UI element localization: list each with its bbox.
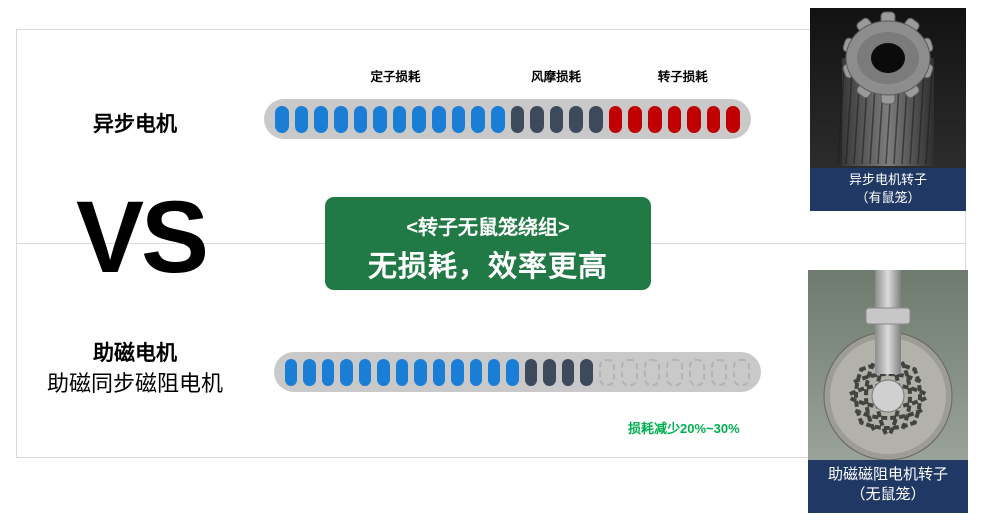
vs-label: VS xyxy=(76,180,209,294)
loss-pill-windage-loss xyxy=(543,358,556,386)
loss-pill-eliminated-loss xyxy=(598,358,616,386)
loss-pill-eliminated-loss xyxy=(666,358,683,386)
loss-pill-rotor-loss xyxy=(647,105,662,133)
callout-line2: 无损耗，效率更高 xyxy=(367,251,608,283)
loss-pill-windage-loss xyxy=(530,105,544,133)
bottom-loss-bar xyxy=(274,352,761,392)
loss-pill-stator-loss xyxy=(377,358,390,386)
loss-pill-windage-loss xyxy=(510,105,525,133)
loss-pill-stator-loss xyxy=(471,105,485,133)
stator-loss-label: 定子损耗 xyxy=(370,70,421,84)
top-motor-name: 异步电机 xyxy=(93,113,177,136)
loss-pill-windage-loss xyxy=(549,105,564,133)
loss-pill-rotor-loss xyxy=(726,105,740,133)
loss-pill-stator-loss xyxy=(285,358,298,386)
loss-pill-stator-loss xyxy=(451,105,466,133)
caption-line2: （有鼠笼） xyxy=(855,189,921,205)
asynchronous-rotor-photo-card: 异步电机转子 （有鼠笼） xyxy=(810,8,966,212)
reluctance-rotor-photo-card: 助磁磁阻电机转子 （无鼠笼） xyxy=(808,270,968,513)
loss-pill-windage-loss xyxy=(569,105,583,133)
loss-pill-stator-loss xyxy=(414,358,427,386)
loss-reduction-note: 损耗减少20%~30% xyxy=(628,421,740,436)
loss-pill-stator-loss xyxy=(358,358,372,386)
bottom-motor-subtitle: 助磁同步磁阻电机 xyxy=(46,371,223,396)
loss-pill-stator-loss xyxy=(321,358,335,386)
loss-pill-stator-loss xyxy=(506,358,519,386)
loss-pill-stator-loss xyxy=(432,105,446,133)
loss-pill-stator-loss xyxy=(469,358,482,386)
loss-pill-eliminated-loss xyxy=(643,358,661,386)
loss-pill-stator-loss xyxy=(373,105,387,133)
loss-pill-stator-loss xyxy=(303,358,316,386)
loss-pill-eliminated-loss xyxy=(621,358,638,386)
caption-line1: 助磁磁阻电机转子 xyxy=(827,466,948,483)
loss-pill-stator-loss xyxy=(275,105,289,133)
loss-pill-stator-loss xyxy=(490,105,505,133)
callout-box: <转子无鼠笼绕组> 无损耗，效率更高 xyxy=(325,197,651,290)
loss-pill-windage-loss xyxy=(524,358,538,386)
loss-pill-stator-loss xyxy=(432,358,446,386)
loss-pill-rotor-loss xyxy=(687,105,701,133)
reluctance-rotor-caption: 助磁磁阻电机转子 （无鼠笼） xyxy=(808,460,968,513)
top-loss-bar-area: 定子损耗 风摩损耗 转子损耗 xyxy=(264,66,751,139)
loss-pill-rotor-loss xyxy=(628,105,642,133)
loss-pill-windage-loss xyxy=(589,105,603,133)
loss-pill-stator-loss xyxy=(333,105,348,133)
loss-pill-stator-loss xyxy=(451,358,464,386)
loss-pill-stator-loss xyxy=(340,358,353,386)
asynchronous-rotor-caption: 异步电机转子 （有鼠笼） xyxy=(810,168,966,212)
loss-pill-stator-loss xyxy=(487,358,501,386)
callout-line1: <转子无鼠笼绕组> xyxy=(406,217,570,239)
loss-pill-rotor-loss xyxy=(667,105,682,133)
caption-line1: 异步电机转子 xyxy=(848,172,927,187)
windage-loss-label: 风摩损耗 xyxy=(531,70,582,84)
loss-pill-stator-loss xyxy=(314,105,328,133)
reluctance-rotor-photo xyxy=(808,270,968,460)
loss-pill-stator-loss xyxy=(412,105,426,133)
loss-pill-rotor-loss xyxy=(608,105,623,133)
caption-line2: （无鼠笼） xyxy=(850,486,926,504)
loss-pill-windage-loss xyxy=(580,358,593,386)
loss-pill-stator-loss xyxy=(294,105,309,133)
loss-pill-rotor-loss xyxy=(706,105,721,133)
loss-pill-stator-loss xyxy=(395,358,409,386)
asynchronous-rotor-photo xyxy=(810,8,966,168)
rotor-loss-label: 转子损耗 xyxy=(657,70,708,84)
loss-labels-row: 定子损耗 风摩损耗 转子损耗 xyxy=(264,66,751,86)
loss-pill-stator-loss xyxy=(392,105,407,133)
loss-pill-stator-loss xyxy=(353,105,368,133)
loss-pill-windage-loss xyxy=(561,358,575,386)
bottom-loss-bar-area xyxy=(274,352,761,392)
bottom-motor-name: 助磁电机 xyxy=(93,342,177,365)
loss-pill-eliminated-loss xyxy=(710,358,728,386)
loss-pill-eliminated-loss xyxy=(733,358,750,386)
top-loss-bar xyxy=(264,99,751,139)
loss-pill-eliminated-loss xyxy=(688,358,705,386)
